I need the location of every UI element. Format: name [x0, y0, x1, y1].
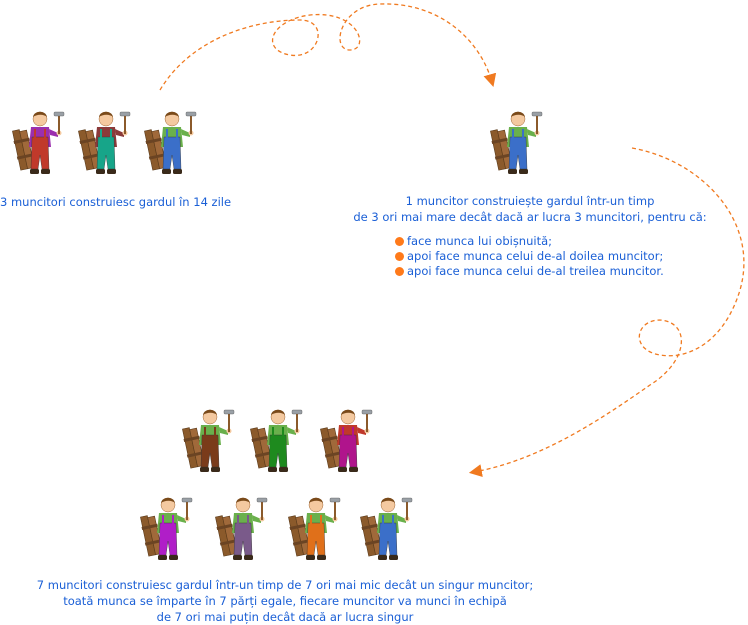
- bullet-icon: [395, 237, 404, 246]
- worker-icon: [78, 107, 138, 185]
- reason-item: apoi face munca celui de-al treilea munc…: [395, 264, 664, 279]
- caption-line-3: de 7 ori mai puțin decât dacă ar lucra s…: [156, 610, 414, 624]
- reason-item: face munca lui obișnuită;: [395, 234, 664, 249]
- worker-icon: [360, 493, 420, 571]
- caption-three-workers: 3 muncitori construiesc gardul în 14 zil…: [0, 195, 232, 209]
- caption-line-2: de 3 ori mai mare decât dacă ar lucra 3 …: [353, 210, 707, 224]
- worker-icon: [182, 405, 242, 483]
- reason-list: face munca lui obișnuită; apoi face munc…: [395, 234, 664, 279]
- caption-seven-workers: 7 muncitori construiesc gardul într-un t…: [20, 577, 550, 625]
- worker-icon: [215, 493, 275, 571]
- caption-line-2: toată munca se împarte în 7 părți egale,…: [63, 594, 507, 608]
- worker-icon: [140, 493, 200, 571]
- bullet-icon: [395, 252, 404, 261]
- bullet-icon: [395, 267, 404, 276]
- worker-icon: [490, 107, 550, 185]
- reason-item: apoi face munca celui de-al doilea munci…: [395, 249, 664, 264]
- worker-icon: [144, 107, 204, 185]
- worker-icon: [320, 405, 380, 483]
- worker-icon: [288, 493, 348, 571]
- arrow-top: [159, 3, 497, 91]
- worker-icon: [12, 107, 72, 185]
- caption-line-1: 1 muncitor construiește gardul într-un t…: [405, 194, 655, 208]
- caption-single-worker: 1 muncitor construiește gardul într-un t…: [330, 193, 730, 225]
- caption-line-1: 7 muncitori construiesc gardul într-un t…: [36, 578, 534, 592]
- worker-icon: [250, 405, 310, 483]
